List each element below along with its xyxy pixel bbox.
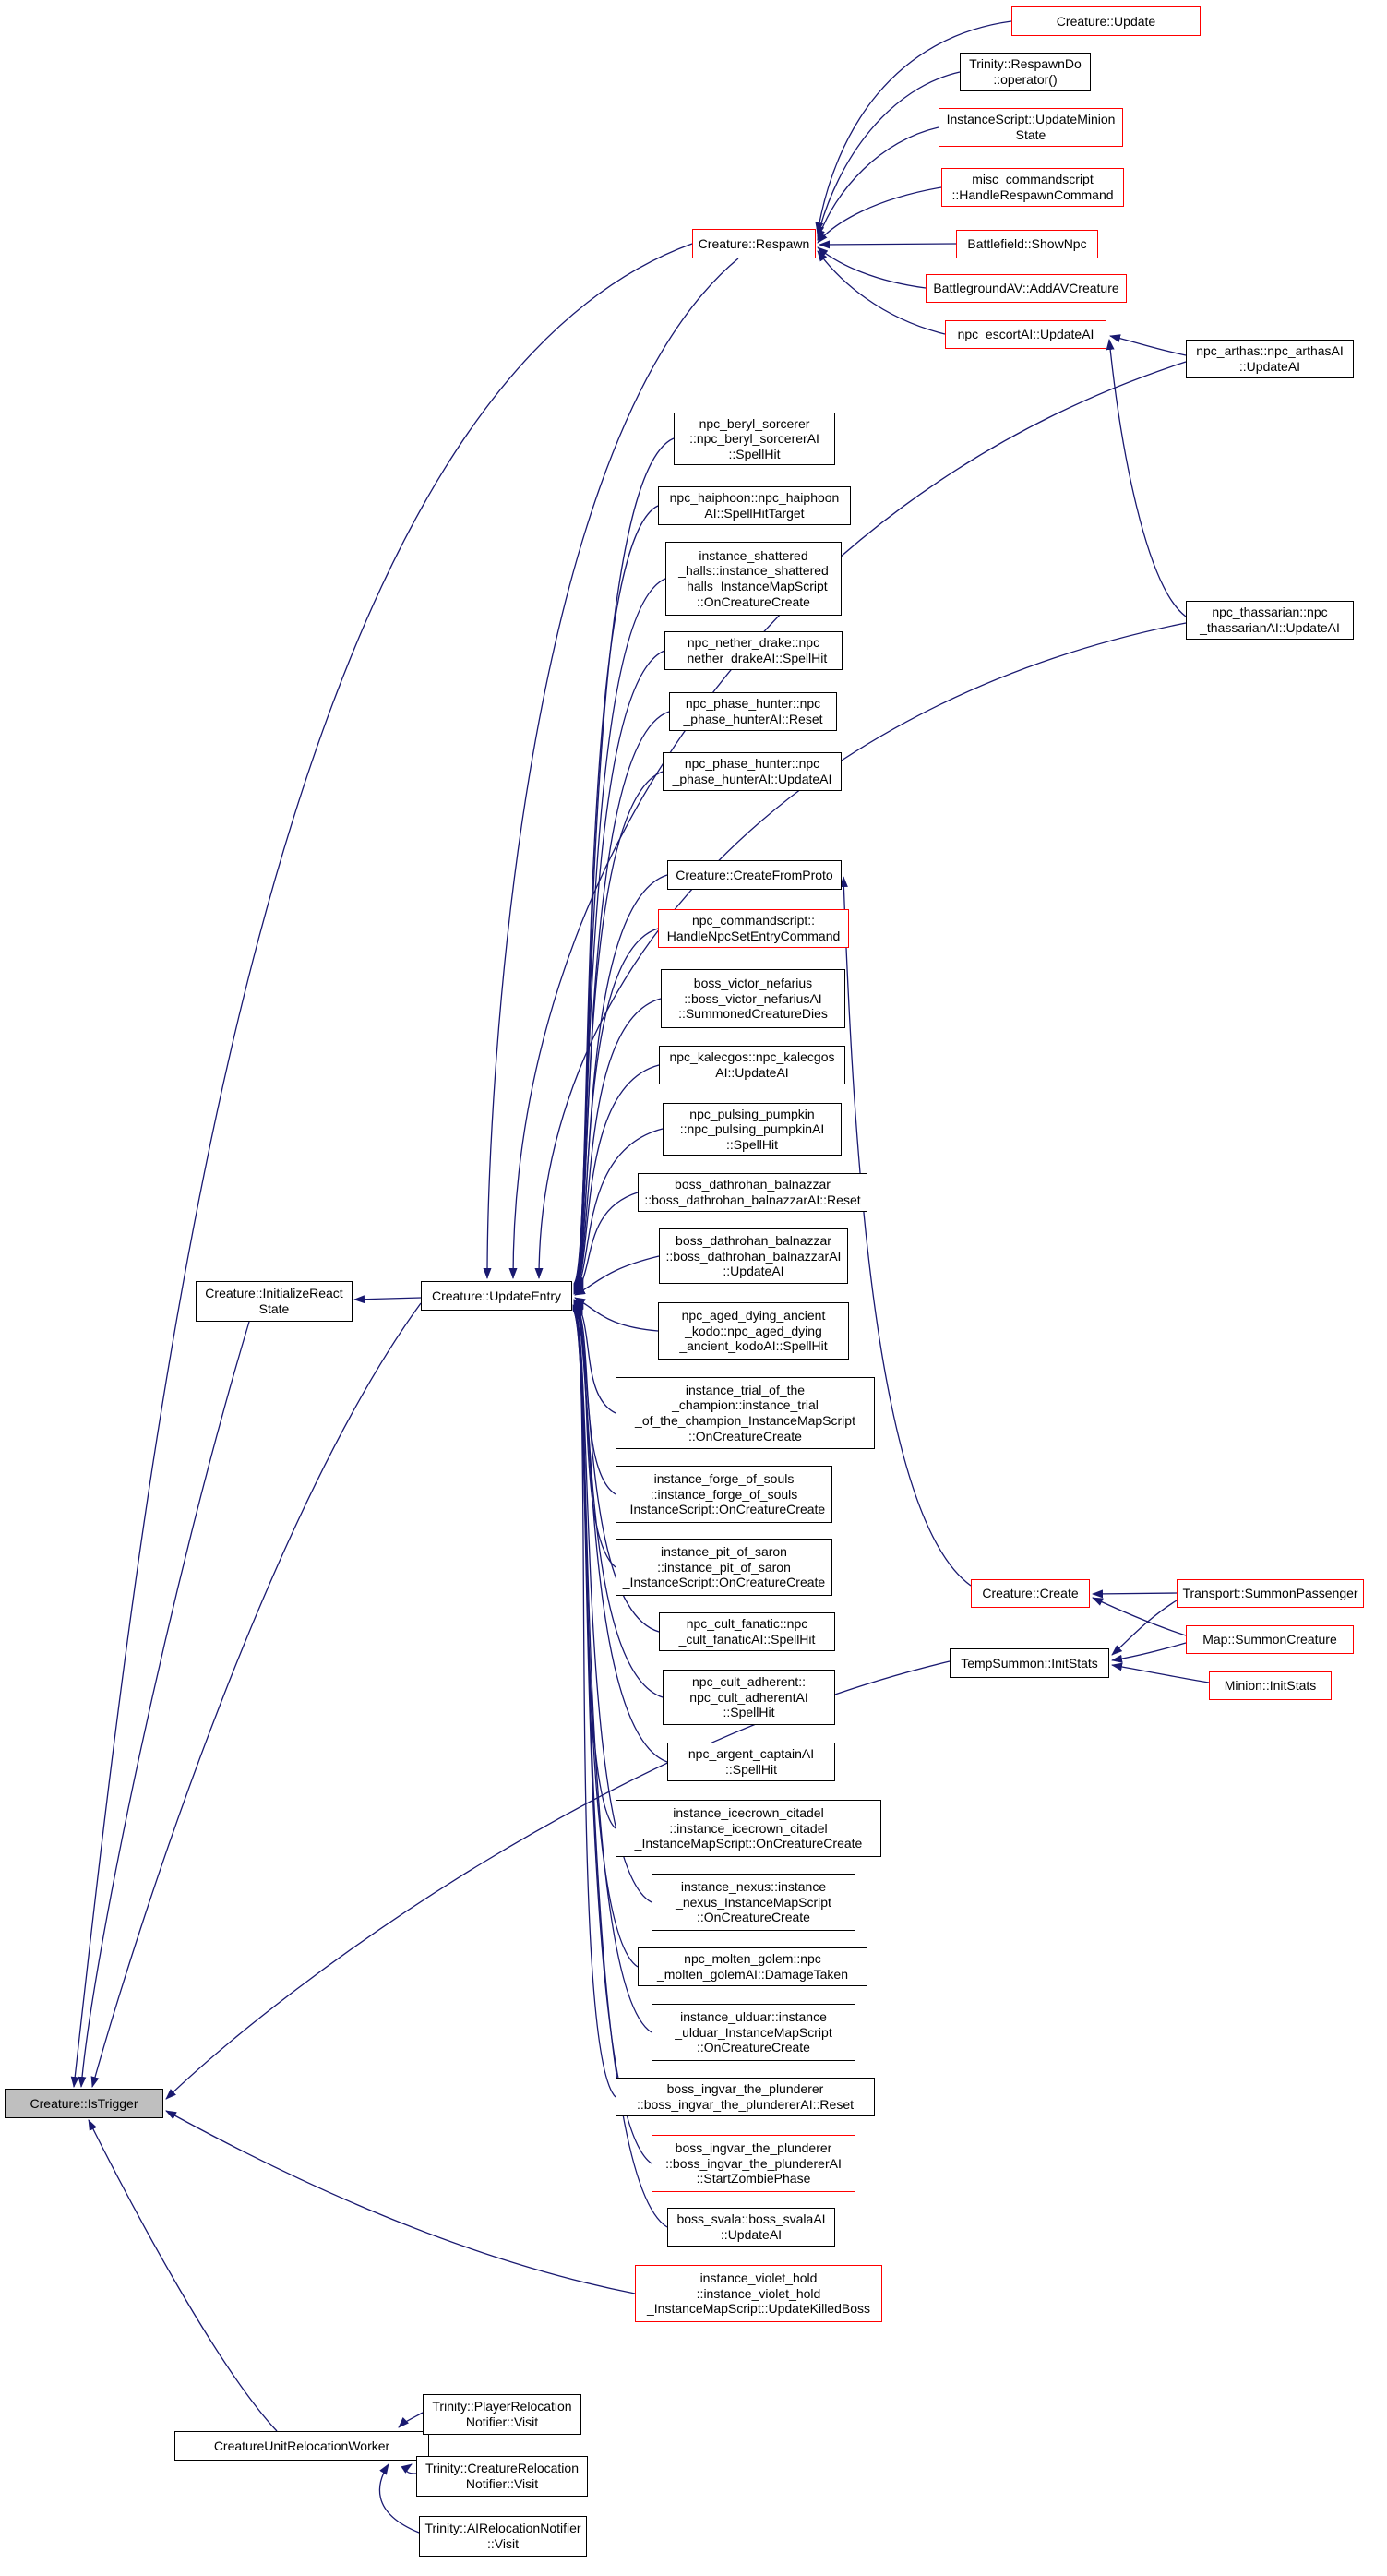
call-edge	[817, 186, 942, 244]
node-battlefield-shownpc[interactable]: Battlefield::ShowNpc	[956, 230, 1098, 258]
call-edge	[573, 928, 659, 1291]
call-edge	[1106, 339, 1187, 617]
node-npc-nether-drake-spellhit[interactable]: npc_nether_drake::npc _nether_drakeAI::S…	[664, 631, 843, 670]
call-edge	[70, 243, 693, 2088]
node-trinity-playerrelocationnotifier-visit[interactable]: Trinity::PlayerRelocation Notifier::Visi…	[423, 2394, 581, 2435]
call-edge	[573, 505, 659, 1286]
call-edge	[401, 2463, 417, 2474]
node-instance-violet-hold-updatekilledboss[interactable]: instance_violet_hold ::instance_violet_h…	[635, 2265, 882, 2322]
call-edge	[1111, 1662, 1210, 1683]
node-creature-createfromproto[interactable]: Creature::CreateFromProto	[667, 860, 842, 890]
node-npc-thassarian-updateai[interactable]: npc_thassarian::npc _thassarianAI::Updat…	[1186, 601, 1354, 640]
node-trinity-creaturerelocationnotifier-visit[interactable]: Trinity::CreatureRelocation Notifier::Vi…	[416, 2456, 588, 2497]
node-trinity-airelocationnotifier-visit[interactable]: Trinity::AIRelocationNotifier ::Visit	[419, 2516, 587, 2557]
call-edge	[574, 1255, 660, 1296]
call-edge	[378, 2463, 420, 2534]
node-creature-create[interactable]: Creature::Create	[971, 1579, 1090, 1608]
node-npc-commandscript-handlenpcsetentrycommand[interactable]: npc_commandscript:: HandleNpcSetEntryCom…	[658, 909, 849, 948]
node-npc-escortai-updateai[interactable]: npc_escortAI::UpdateAI	[945, 320, 1106, 349]
call-edge	[572, 1308, 616, 2098]
call-edge	[817, 250, 946, 335]
call-edge	[816, 71, 961, 237]
call-edge	[815, 20, 1012, 234]
call-edge	[817, 246, 927, 289]
node-tempsummon-initstats[interactable]: TempSummon::InitStats	[950, 1648, 1109, 1678]
call-edges	[70, 20, 1210, 2534]
node-npc-cult-fanatic-spellhit[interactable]: npc_cult_fanatic::npc _cult_fanaticAI::S…	[659, 1612, 835, 1651]
call-edge	[573, 1064, 660, 1293]
node-npc-beryl-sorcerer-spellhit[interactable]: npc_beryl_sorcerer ::npc_beryl_sorcererA…	[674, 413, 835, 465]
call-edge	[398, 2412, 424, 2428]
node-instance-icecrown-citadel-oncreaturecreate[interactable]: instance_icecrown_citadel ::instance_ice…	[616, 1800, 881, 1857]
call-edge	[573, 1128, 664, 1294]
call-edge	[573, 998, 662, 1292]
node-instance-shattered-halls-oncreaturecreate[interactable]: instance_shattered _halls::instance_shat…	[665, 542, 842, 616]
node-creature-update[interactable]: Creature::Update	[1011, 6, 1201, 36]
node-creature-updateentry[interactable]: Creature::UpdateEntry	[421, 1281, 572, 1311]
call-edge	[1092, 1589, 1178, 1599]
call-edge	[572, 1309, 668, 2228]
node-npc-pulsing-pumpkin-spellhit[interactable]: npc_pulsing_pumpkin ::npc_pulsing_pumpki…	[663, 1103, 842, 1156]
call-edge	[165, 2110, 636, 2294]
call-edge	[1111, 1642, 1187, 1663]
node-creature-initializereactstate[interactable]: Creature::InitializeReact State	[196, 1281, 353, 1322]
call-edge	[88, 2119, 278, 2432]
call-edge	[573, 1303, 668, 1763]
node-boss-ingvar-startzombiephase[interactable]: boss_ingvar_the_plunderer ::boss_ingvar_…	[652, 2135, 855, 2192]
call-edge	[1109, 334, 1187, 356]
node-boss-ingvar-reset[interactable]: boss_ingvar_the_plunderer ::boss_ingvar_…	[616, 2078, 875, 2116]
node-npc-cult-adherent-spellhit[interactable]: npc_cult_adherent:: npc_cult_adherentAI …	[663, 1670, 835, 1725]
call-edge	[353, 1295, 422, 1304]
call-edge	[1111, 1600, 1178, 1656]
node-npc-haiphoon-spellhittarget[interactable]: npc_haiphoon::npc_haiphoon AI::SpellHitT…	[658, 486, 851, 525]
node-npc-phase-hunter-reset[interactable]: npc_phase_hunter::npc _phase_hunterAI::R…	[669, 692, 837, 731]
node-instance-nexus-oncreaturecreate[interactable]: instance_nexus::instance _nexus_Instance…	[652, 1874, 855, 1931]
call-edge	[90, 1302, 422, 2088]
node-creature-istrigger: Creature::IsTrigger	[5, 2089, 163, 2118]
call-edge	[573, 437, 675, 1285]
node-boss-svala-updateai[interactable]: boss_svala::boss_svalaAI ::UpdateAI	[667, 2208, 835, 2247]
node-npc-arthas-updateai[interactable]: npc_arthas::npc_arthasAI ::UpdateAI	[1186, 340, 1354, 378]
call-edge	[573, 771, 664, 1289]
call-edge	[1092, 1597, 1187, 1636]
call-edge	[839, 876, 972, 1587]
call-edge	[819, 240, 957, 249]
node-creatureunitrelocationworker[interactable]: CreatureUnitRelocationWorker	[174, 2431, 429, 2461]
node-boss-dathrohan-balnazzar-updateai[interactable]: boss_dathrohan_balnazzar ::boss_dathroha…	[659, 1228, 848, 1284]
node-creature-respawn[interactable]: Creature::Respawn	[692, 229, 816, 258]
call-edge	[817, 126, 939, 241]
node-boss-victor-nefarius-summonedcreaturedies[interactable]: boss_victor_nefarius ::boss_victor_nefar…	[661, 969, 845, 1028]
node-npc-argent-captain-spellhit[interactable]: npc_argent_captainAI ::SpellHit	[667, 1743, 835, 1781]
call-edge	[483, 258, 739, 1279]
node-battlegroundav-addavcreature[interactable]: BattlegroundAV::AddAVCreature	[926, 274, 1127, 303]
node-map-summoncreature[interactable]: Map::SummonCreature	[1186, 1625, 1354, 1654]
node-instancescript-updateminion-state[interactable]: InstanceScript::UpdateMinion State	[939, 108, 1123, 147]
node-minion-initstats[interactable]: Minion::InitStats	[1209, 1671, 1332, 1700]
node-instance-forge-of-souls-oncreaturecreate[interactable]: instance_forge_of_souls ::instance_forge…	[616, 1466, 832, 1523]
node-boss-dathrohan-balnazzar-reset[interactable]: boss_dathrohan_balnazzar ::boss_dathroha…	[638, 1173, 867, 1212]
node-npc-aged-dying-ancient-kodo-spellhit[interactable]: npc_aged_dying_ancient _kodo::npc_aged_d…	[658, 1302, 849, 1360]
node-npc-molten-golem-damagetaken[interactable]: npc_molten_golem::npc _molten_golemAI::D…	[638, 1947, 867, 1986]
call-edge	[573, 1192, 639, 1295]
call-edge	[572, 1307, 652, 2033]
node-trinity-respawndo-operator[interactable]: Trinity::RespawnDo ::operator()	[960, 53, 1091, 91]
call-edge	[78, 1321, 250, 2088]
node-npc-phase-hunter-updateai[interactable]: npc_phase_hunter::npc _phase_hunterAI::U…	[663, 752, 842, 791]
node-instance-trial-of-the-champion-oncreaturecreate[interactable]: instance_trial_of_the _champion::instanc…	[616, 1377, 875, 1449]
node-instance-ulduar-oncreaturecreate[interactable]: instance_ulduar::instance _ulduar_Instan…	[652, 2004, 855, 2061]
call-edge	[574, 1297, 659, 1332]
node-npc-kalecgos-updateai[interactable]: npc_kalecgos::npc_kalecgos AI::UpdateAI	[659, 1046, 845, 1084]
node-transport-summonpassenger[interactable]: Transport::SummonPassenger	[1177, 1579, 1364, 1608]
node-instance-pit-of-saron-oncreaturecreate[interactable]: instance_pit_of_saron ::instance_pit_of_…	[616, 1539, 832, 1596]
node-misc-commandscript-handlerespawncommand[interactable]: misc_commandscript ::HandleRespawnComman…	[941, 168, 1124, 207]
